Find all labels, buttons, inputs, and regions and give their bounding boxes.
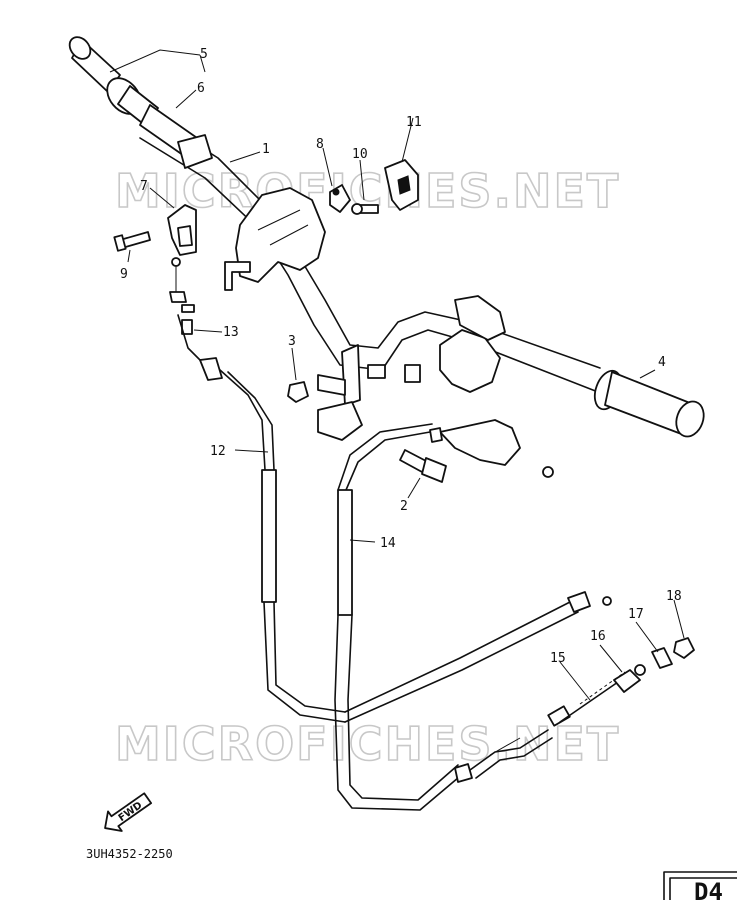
adjuster-part-16 [613, 664, 646, 693]
callout-14: 14 [380, 536, 396, 551]
callout-1: 1 [262, 142, 270, 157]
callout-7: 7 [140, 179, 148, 194]
callout-18: 18 [666, 589, 682, 604]
callout-8: 8 [316, 137, 324, 152]
callout-16: 16 [590, 629, 606, 644]
sleeve-part-17 [651, 647, 673, 669]
cable-end-part-13 [169, 257, 195, 335]
callout-11: 11 [406, 115, 422, 130]
bolt-part-2 [399, 449, 447, 483]
right-switch-housing [404, 295, 506, 393]
clamp-part-8 [329, 184, 351, 213]
nut-part-18 [673, 637, 695, 659]
callout-3: 3 [288, 334, 296, 349]
callout-9: 9 [120, 267, 128, 282]
callout-10: 10 [352, 147, 368, 162]
callout-13: 13 [223, 325, 239, 340]
screw-part-9 [113, 231, 151, 252]
fwd-arrow: FWD [104, 792, 153, 832]
watermark-bottom: MICROFICHES.NET [115, 717, 620, 771]
cable-14 [334, 423, 571, 811]
brake-lever [429, 419, 554, 478]
callout-17: 17 [628, 607, 644, 622]
page-code-box: D4 [663, 871, 737, 900]
diagram-code: 3UH4352-2250 [86, 847, 173, 861]
handlebar-holder [317, 344, 386, 441]
handlebar [139, 114, 601, 393]
nut-part-3 [287, 381, 309, 403]
clamp-part-11 [384, 159, 419, 211]
throttle-tube [139, 104, 213, 169]
lever-holder-part-7 [167, 204, 197, 256]
spring-rod-part-15 [559, 671, 626, 723]
cable-12 [177, 314, 612, 723]
callout-5: 5 [200, 47, 208, 62]
screw-part-10 [351, 203, 379, 215]
page-code: D4 [694, 878, 723, 900]
right-grip [593, 369, 705, 438]
callout-6: 6 [197, 81, 205, 96]
leader-lines [109, 49, 685, 701]
left-switch-housing [224, 187, 326, 291]
left-grip [68, 36, 159, 127]
callout-labels: 1 2 3 4 5 6 7 8 9 10 11 12 13 14 15 16 1… [120, 47, 682, 666]
callout-2: 2 [400, 499, 408, 514]
callout-15: 15 [550, 651, 566, 666]
callout-4: 4 [658, 355, 666, 370]
callout-12: 12 [210, 444, 226, 459]
